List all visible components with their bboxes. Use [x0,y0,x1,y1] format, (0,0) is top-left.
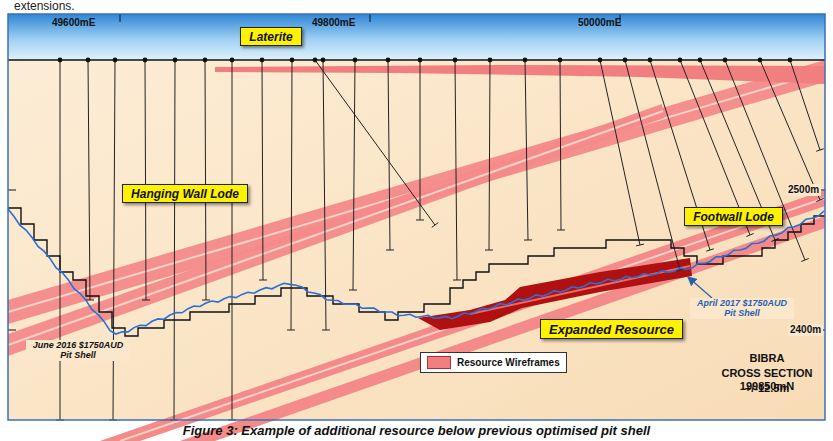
legend-swatch [427,356,451,369]
coordinate-label: 2400m [788,324,823,336]
drill-hole [625,60,680,270]
drill-hole [353,60,355,290]
drill-hole [232,60,233,420]
coordinate-label: 2500m [786,184,821,196]
drill-hole [291,60,292,330]
section-title: BIBRA [712,352,822,365]
hole-end-tick [453,279,461,280]
hole-end-tick [706,249,714,251]
coordinate-label: 50000mE [578,17,621,29]
resource-label-box: Expanded Resource [540,319,683,339]
april-2017-pit-shell [8,209,824,334]
drill-hole [560,60,561,230]
drill-hole [323,60,326,330]
drill-hole [60,60,61,420]
hole-end-tick [816,149,824,152]
frame [8,14,825,420]
lode-label-box: Hanging Wall Lode [122,184,248,203]
laterite-label-box: Laterite [240,27,302,46]
drill-hole [525,60,528,240]
hole-end-tick [386,249,394,250]
hole-end-tick [801,259,808,262]
coordinate-label: 49600mE [52,17,95,29]
drill-hole [420,60,421,220]
hole-end-tick [485,249,493,250]
drill-hole [790,60,820,150]
drill-hole [205,60,206,300]
hole-end-tick [432,223,438,228]
hole-end-tick [202,299,210,300]
hole-end-tick [636,244,644,246]
scale-tick [120,14,121,22]
hole-end-tick [349,289,357,290]
node-text: Hanging Wall Lode [123,187,247,201]
figure-caption: Figure 3: Example of additional resource… [0,423,833,438]
pit-shell-label: April 2017 $1750AUD Pit Shell [690,298,794,319]
footwall-band [180,216,825,441]
footwall-band [100,190,825,441]
scale-tick [8,330,16,331]
sky-strip [8,14,825,60]
cropped-text: extensions. [14,0,75,14]
band-core [120,198,825,441]
hole-end-tick [746,234,753,237]
legend-text: Resource Wireframes [457,357,560,368]
lode-label-box: Footwall Lode [684,207,783,226]
scale-tick [370,14,371,22]
node-text: Expanded Resource [541,322,682,337]
drill-hole [489,60,490,250]
node-text: Footwall Lode [685,210,782,224]
section-title: +/-12.5m [712,382,822,395]
drill-hole [262,60,263,280]
hole-end-tick [142,299,150,300]
hole-end-tick [259,279,267,280]
drill-hole [760,60,820,200]
drill-hole [725,60,805,260]
drill-hole [388,60,390,250]
drill-hole [455,60,457,280]
hole-end-tick [86,299,94,300]
drill-hole [88,60,90,300]
hole-end-tick [416,220,424,221]
drill-hole [174,60,175,420]
node-text: Laterite [241,30,301,44]
hole-end-tick [816,198,823,201]
hole-end-tick [322,329,330,330]
drill-hole [315,60,435,225]
coordinate-label: 49800mE [312,17,355,29]
drill-hole [113,60,115,420]
surface-line [8,59,825,61]
drill-hole [145,60,146,300]
drill-hole [600,60,640,245]
legend-box: Resource Wireframes [420,352,567,373]
hole-end-tick [557,229,565,230]
june-2016-pit-shell [8,208,825,336]
hole-end-tick [287,329,295,330]
leader-arrow [688,277,712,298]
hole-end-tick [524,239,532,240]
pit-shell-label: June 2016 $1750AUD Pit Shell [26,340,130,361]
scale-tick [8,190,16,191]
